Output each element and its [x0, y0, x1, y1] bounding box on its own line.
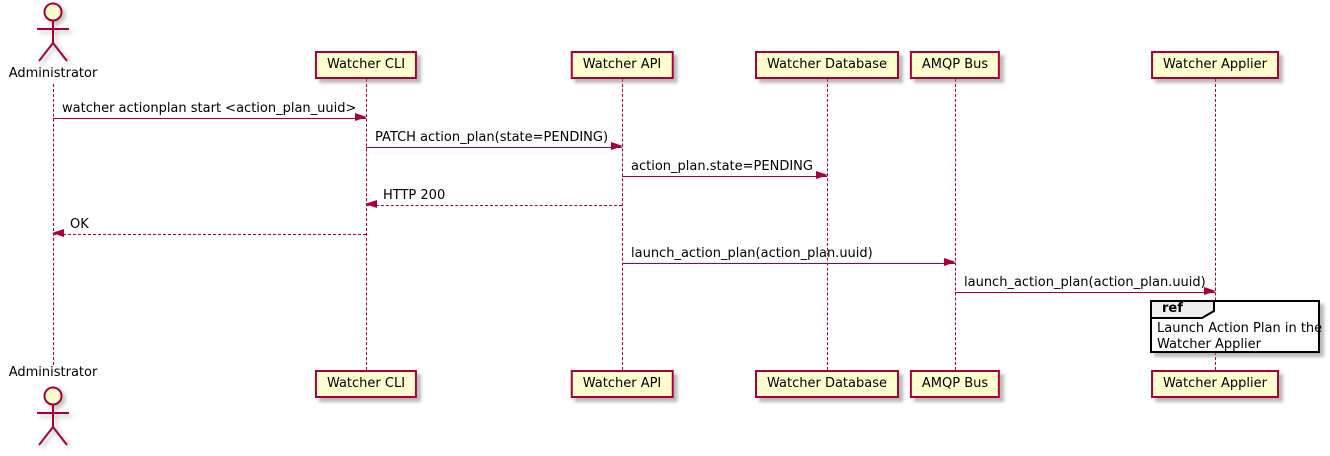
message-label: launch_action_plan(action_plan.uuid) — [631, 246, 873, 261]
participant-watcher-cli-top: Watcher CLI — [314, 51, 418, 79]
participant-watcher-applier-top: Watcher Applier — [1151, 51, 1279, 79]
arrowhead-right-icon — [1204, 287, 1216, 295]
actor-label-top: Administrator — [8, 66, 98, 81]
message-launch-action-plan-applier: launch_action_plan(action_plan.uuid) — [955, 275, 1216, 295]
actor-icon — [37, 2, 69, 62]
message-line — [622, 263, 955, 264]
arrowhead-left-icon — [52, 229, 64, 237]
participant-watcher-api-bottom: Watcher API — [570, 370, 674, 398]
participant-watcher-database-top: Watcher Database — [755, 51, 899, 79]
message-label: launch_action_plan(action_plan.uuid) — [964, 275, 1206, 290]
message-http-200: HTTP 200 — [365, 188, 622, 208]
ref-header-pentagon-icon — [1150, 300, 1215, 319]
message-label: OK — [70, 217, 89, 232]
message-actionplan-start: watcher actionplan start <action_plan_uu… — [53, 101, 367, 121]
lifeline-administrator — [53, 84, 54, 365]
ref-text-line-2: Watcher Applier — [1157, 337, 1261, 352]
message-launch-action-plan-amqp: launch_action_plan(action_plan.uuid) — [622, 246, 956, 266]
ref-fragment: ref Launch Action Plan in the Watcher Ap… — [1150, 300, 1323, 353]
lifeline-amqp-bus — [955, 79, 956, 370]
participant-watcher-cli-bottom: Watcher CLI — [314, 370, 418, 398]
message-label: PATCH action_plan(state=PENDING) — [375, 130, 609, 145]
message-patch-action-plan: PATCH action_plan(state=PENDING) — [366, 130, 623, 150]
arrowhead-right-icon — [816, 171, 828, 179]
message-ok: OK — [52, 217, 366, 237]
message-label: HTTP 200 — [383, 188, 446, 203]
message-label: action_plan.state=PENDING — [631, 159, 813, 174]
message-line — [53, 118, 366, 119]
message-line — [955, 292, 1215, 293]
ref-keyword: ref — [1162, 301, 1183, 316]
actor-label-bottom: Administrator — [8, 365, 98, 380]
participant-watcher-api-top: Watcher API — [570, 51, 674, 79]
message-line — [366, 205, 622, 206]
participant-watcher-database-bottom: Watcher Database — [755, 370, 899, 398]
arrowhead-right-icon — [944, 258, 956, 266]
lifeline-watcher-applier — [1215, 79, 1216, 370]
lifeline-watcher-cli — [366, 79, 367, 370]
arrowhead-right-icon — [611, 142, 623, 150]
ref-text-line-1: Launch Action Plan in the — [1157, 321, 1323, 336]
participant-amqp-bus-top: AMQP Bus — [909, 51, 1001, 79]
lifeline-watcher-database — [827, 79, 828, 370]
message-label: watcher actionplan start <action_plan_uu… — [62, 101, 357, 116]
message-line — [53, 234, 366, 235]
message-state-pending: action_plan.state=PENDING — [622, 159, 828, 179]
message-line — [622, 176, 827, 177]
arrowhead-right-icon — [355, 113, 367, 121]
message-line — [366, 147, 622, 148]
actor-icon — [37, 386, 69, 446]
lifeline-watcher-api — [622, 79, 623, 370]
participant-amqp-bus-bottom: AMQP Bus — [909, 370, 1001, 398]
participant-watcher-applier-bottom: Watcher Applier — [1151, 370, 1279, 398]
arrowhead-left-icon — [365, 200, 377, 208]
